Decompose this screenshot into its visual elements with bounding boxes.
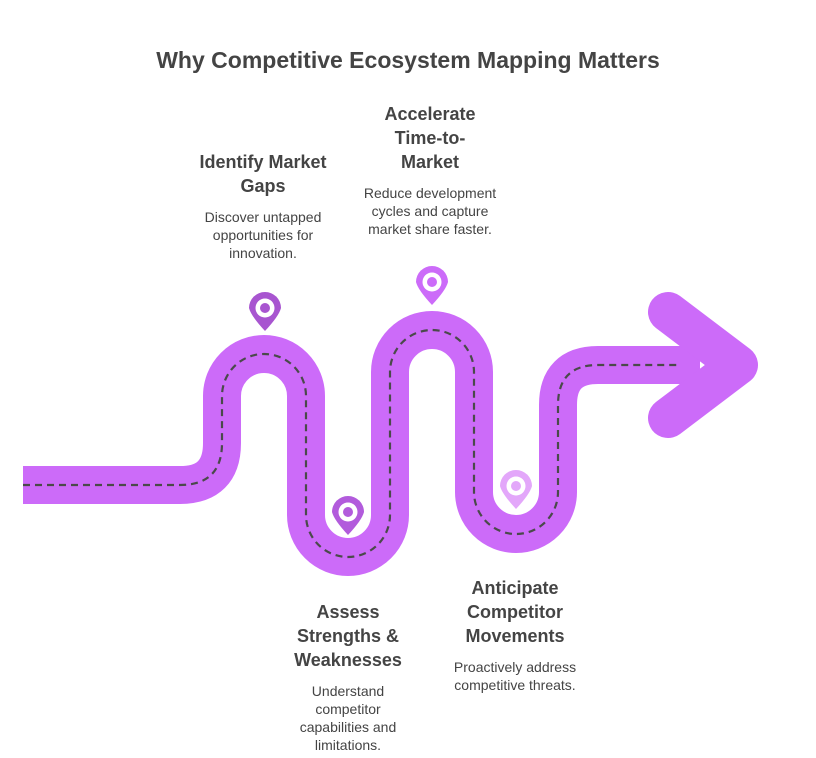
road-center-dashes [23, 328, 680, 559]
map-pin-icon [500, 470, 532, 509]
milestone-description: Reduce development cycles and capture ma… [363, 185, 497, 237]
milestone-identify-market-gaps: Identify Market Gaps Discover untapped o… [178, 150, 348, 262]
milestone-description: Proactively address competitive threats. [453, 659, 577, 693]
milestone-description: Discover untapped opportunities for inno… [204, 209, 322, 261]
milestone-description: Understand competitor capabilities and l… [299, 683, 397, 753]
milestone-accelerate-time-to-market: Accelerate Time-to- Market Reduce develo… [350, 102, 510, 238]
milestone-title: Anticipate Competitor Movements [465, 578, 565, 646]
page-title: Why Competitive Ecosystem Mapping Matter… [156, 47, 660, 73]
milestone-assess-strengths-weaknesses: Assess Strengths & Weaknesses Understand… [268, 600, 428, 754]
milestone-title: Assess Strengths & Weaknesses [294, 602, 402, 670]
map-pin-icon [332, 496, 364, 535]
milestone-anticipate-competitor-movements: Anticipate Competitor Movements Proactiv… [435, 576, 595, 694]
map-pin-icon [416, 266, 448, 305]
map-pin-icon [249, 292, 281, 331]
milestone-title: Identify Market Gaps [199, 152, 327, 196]
milestone-title: Accelerate Time-to- Market [384, 104, 476, 172]
arrow-head-icon [648, 292, 758, 438]
